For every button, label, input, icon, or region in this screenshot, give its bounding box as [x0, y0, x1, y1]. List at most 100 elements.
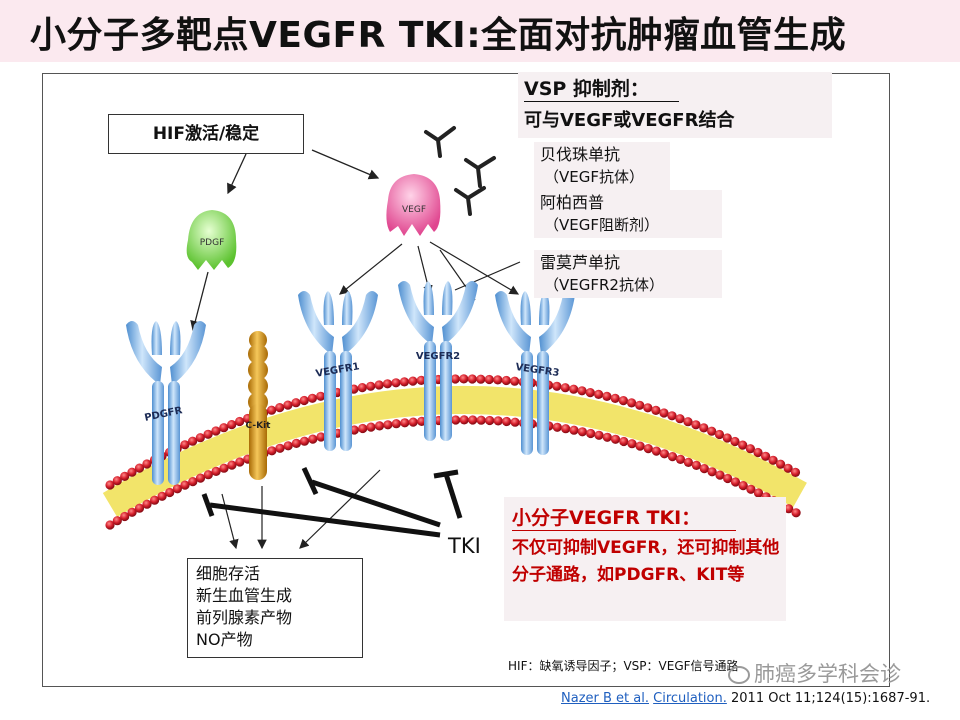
- pdgf-ligand: PDGF: [186, 210, 237, 270]
- tki-label: TKI: [448, 534, 481, 558]
- lipid-head: [134, 463, 145, 473]
- lipid-head: [783, 463, 793, 473]
- lipid-head: [738, 440, 748, 450]
- tki-box-title: 小分子VEGFR TKI：: [512, 503, 737, 531]
- lipid-head: [451, 415, 461, 425]
- lipid-head: [667, 411, 677, 421]
- effect-item: 前列腺素产物: [196, 608, 293, 627]
- lipid-head: [105, 480, 115, 490]
- page-title: 小分子多靶点VEGFR TKI:全面对抗肿瘤血管生成: [30, 15, 847, 56]
- lipid-head: [768, 455, 778, 465]
- citation-details: 2011 Oct 11;124(15):1687-91.: [731, 691, 931, 706]
- lipid-head: [391, 378, 401, 388]
- lipid-head: [134, 503, 145, 513]
- lipid-head: [374, 380, 384, 390]
- vegf-label: VEGF: [402, 205, 426, 215]
- wechat-icon: [728, 666, 750, 684]
- lipid-head: [730, 477, 741, 487]
- lipid-head: [211, 426, 221, 436]
- lipid-head: [730, 436, 740, 447]
- vsp-inhibitor-box: VSP 抑制剂： 可与VEGF或VEGFR结合: [518, 72, 832, 138]
- lipid-head: [722, 433, 732, 443]
- lipid-head: [667, 452, 678, 462]
- ckit-label: C-Kit: [246, 421, 272, 431]
- lipid-head: [416, 375, 426, 385]
- pdgf-label: PDGF: [200, 238, 225, 248]
- lipid-head: [374, 421, 385, 431]
- lipid-head: [643, 444, 653, 454]
- lipid-head: [235, 416, 245, 427]
- lipid-head: [468, 415, 478, 425]
- downstream-effects-box: 细胞存活 新生血管生成 前列腺素产物 NO产物: [187, 558, 363, 658]
- lipid-head: [180, 440, 190, 450]
- receptor-vegfr1: VEGFR1: [298, 291, 378, 451]
- lipid-head: [784, 504, 794, 514]
- lipid-head: [112, 516, 122, 526]
- watermark-text: 肺癌多学科会诊: [754, 662, 901, 686]
- lipid-head: [291, 438, 301, 448]
- lipid-head: [211, 466, 221, 476]
- lipid-head: [195, 473, 206, 483]
- lipid-head: [127, 507, 137, 517]
- tki-description-box: 小分子VEGFR TKI： 不仅可抑制VEGFR，还可抑制其他分子通路，如PDG…: [504, 497, 786, 621]
- vegf-ligand: VEGF: [386, 174, 441, 236]
- downstream-arrows: [221, 469, 381, 550]
- lipid-head: [761, 451, 771, 461]
- lipid-head: [691, 460, 702, 470]
- lipid-head: [399, 377, 409, 387]
- watermark: 肺癌多学科会诊: [728, 658, 901, 688]
- lipid-head: [299, 436, 310, 446]
- lipid-head: [366, 381, 376, 391]
- drug-name: 贝伐珠单抗: [540, 145, 621, 164]
- lipid-head: [165, 487, 175, 498]
- lipid-head: [400, 418, 410, 428]
- lipid-head: [105, 520, 115, 530]
- antibody-icons: [424, 126, 496, 216]
- lipid-head: [112, 476, 122, 486]
- drug-desc: （VEGF阻断剂）: [544, 216, 659, 234]
- lipid-head: [594, 430, 604, 440]
- effect-item: 新生血管生成: [196, 586, 293, 605]
- lipid-head: [459, 415, 469, 425]
- lipid-head: [643, 403, 653, 413]
- lipid-head: [569, 425, 579, 435]
- effect-item: NO产物: [196, 630, 253, 649]
- lipid-head: [745, 444, 756, 454]
- lipid-head: [610, 393, 620, 403]
- lipid-head: [476, 374, 486, 384]
- lipid-head: [577, 386, 587, 396]
- lipid-head: [683, 457, 694, 467]
- receptor-vegfr3: VEGFR3: [495, 291, 575, 455]
- tki-box-body: 不仅可抑制VEGFR，还可抑制其他分子通路，如PDGFR、KIT等: [512, 538, 780, 585]
- citation-authors-link[interactable]: Nazer B et al.: [561, 691, 649, 706]
- lipid-head: [619, 436, 629, 447]
- lipid-head: [127, 467, 137, 477]
- lipid-head: [203, 470, 213, 480]
- lipid-head: [203, 429, 213, 439]
- vegfr2-label: VEGFR2: [416, 351, 460, 362]
- lipid-head: [157, 491, 167, 501]
- lipid-head: [552, 381, 562, 391]
- lipid-head: [366, 422, 376, 432]
- lipid-head: [738, 481, 748, 491]
- lipid-head: [659, 408, 669, 418]
- lipid-head: [627, 439, 637, 449]
- receptor-pdgfr: PDGFR: [126, 321, 206, 485]
- abbreviation-footnote: HIF：缺氧诱导因子；VSP：VEGF信号通路: [508, 659, 739, 673]
- lipid-head: [510, 376, 520, 386]
- drug-desc: （VEGFR2抗体）: [544, 276, 664, 294]
- lipid-head: [219, 463, 229, 473]
- lipid-head: [723, 473, 733, 484]
- citation-journal-link[interactable]: Circulation.: [653, 691, 727, 706]
- lipid-head: [358, 423, 368, 434]
- lipid-head: [586, 428, 596, 439]
- lipid-head: [308, 434, 318, 444]
- vsp-subtitle: 可与VEGF或VEGFR结合: [524, 110, 735, 131]
- lipid-head: [790, 467, 801, 477]
- lipid-head: [493, 416, 503, 426]
- lipid-head: [459, 374, 469, 384]
- lipid-head: [391, 419, 401, 429]
- tki-inhibition-lines: [201, 466, 463, 538]
- lipid-head: [561, 424, 571, 434]
